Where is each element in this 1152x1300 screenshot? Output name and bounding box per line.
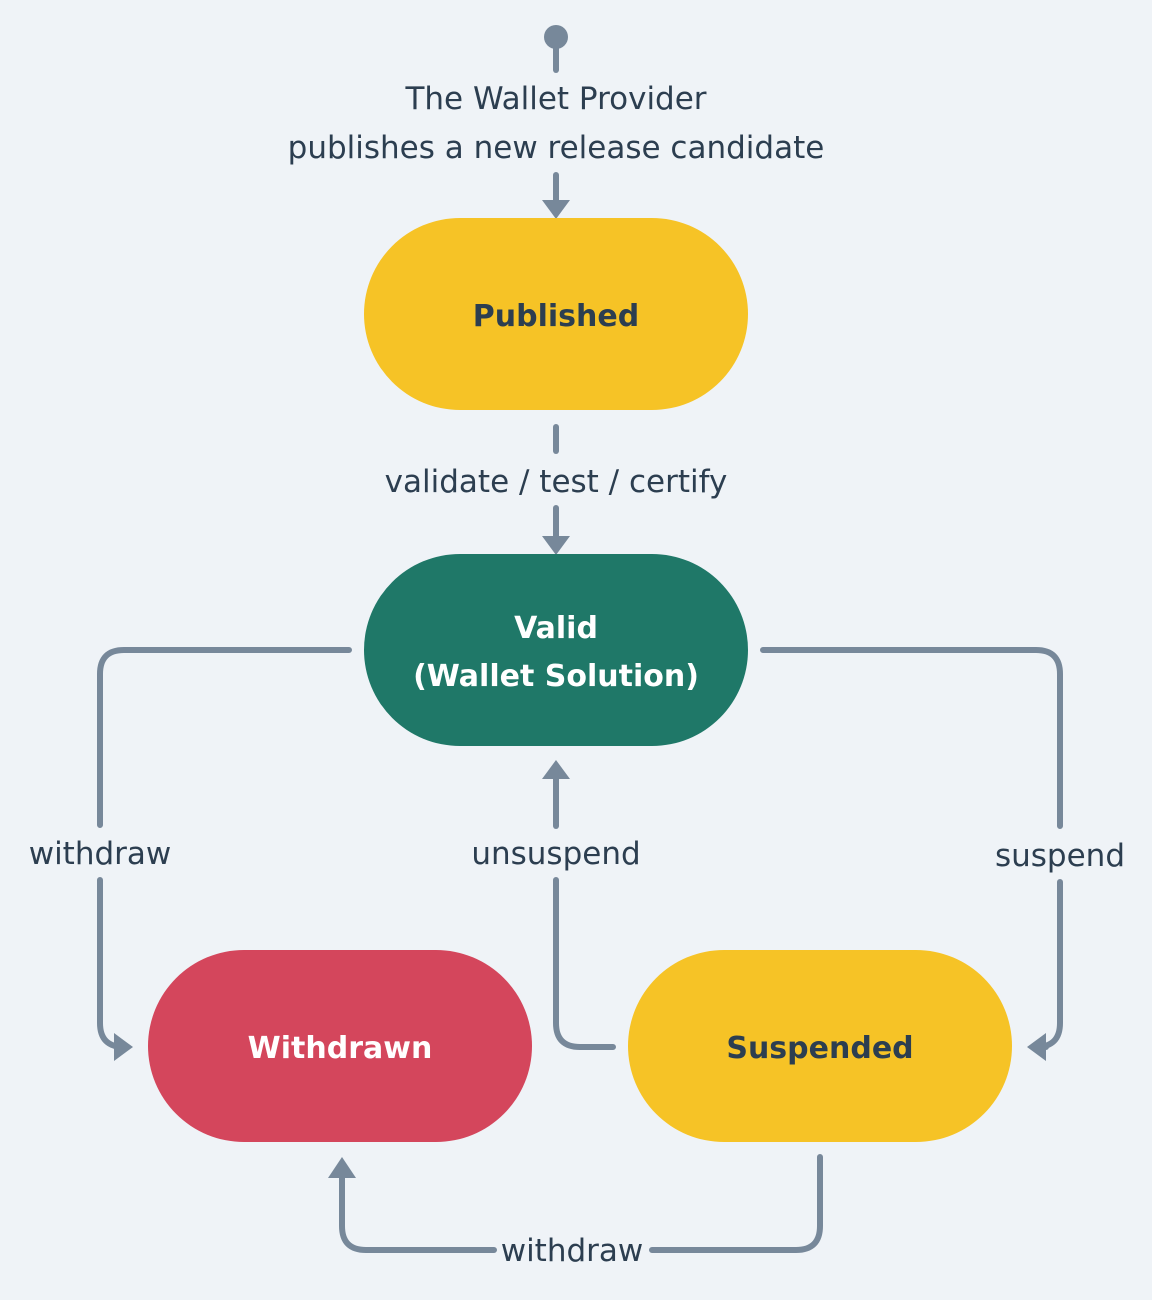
start-label-line2: publishes a new release candidate	[288, 130, 825, 166]
state-withdrawn: Withdrawn	[148, 950, 532, 1142]
state-valid-shape	[364, 554, 748, 746]
state-suspended-shape	[628, 950, 1012, 1142]
validate-transition-label: validate / test / certify	[385, 464, 728, 500]
withdraw-from-suspended-arrow	[328, 1154, 823, 1253]
state-published-label: Published	[473, 299, 639, 334]
state-published: Published	[364, 218, 748, 410]
state-withdrawn-shape	[148, 950, 532, 1142]
unsuspend-transition-arrow	[542, 760, 616, 1050]
state-withdrawn-label: Withdrawn	[248, 1031, 433, 1066]
start-node	[544, 25, 568, 73]
validate-transition-arrow	[542, 424, 570, 555]
suspend-transition-arrow	[760, 647, 1063, 1061]
start-label-line1: The Wallet Provider	[404, 81, 706, 117]
unsuspend-transition-label: unsuspend	[471, 836, 640, 872]
state-valid: Valid (Wallet Solution)	[364, 554, 748, 746]
state-suspended: Suspended	[628, 950, 1012, 1142]
state-valid-label-line1: Valid	[514, 611, 598, 646]
withdraw-from-valid-label: withdraw	[29, 836, 172, 872]
state-published-shape	[364, 218, 748, 410]
state-valid-label-line2: (Wallet Solution)	[413, 659, 699, 694]
start-to-published-arrow	[542, 172, 570, 219]
withdraw-from-suspended-label: withdraw	[501, 1233, 644, 1269]
suspend-transition-label: suspend	[995, 838, 1125, 874]
withdraw-from-valid-arrow	[97, 647, 352, 1061]
state-suspended-label: Suspended	[726, 1031, 913, 1066]
